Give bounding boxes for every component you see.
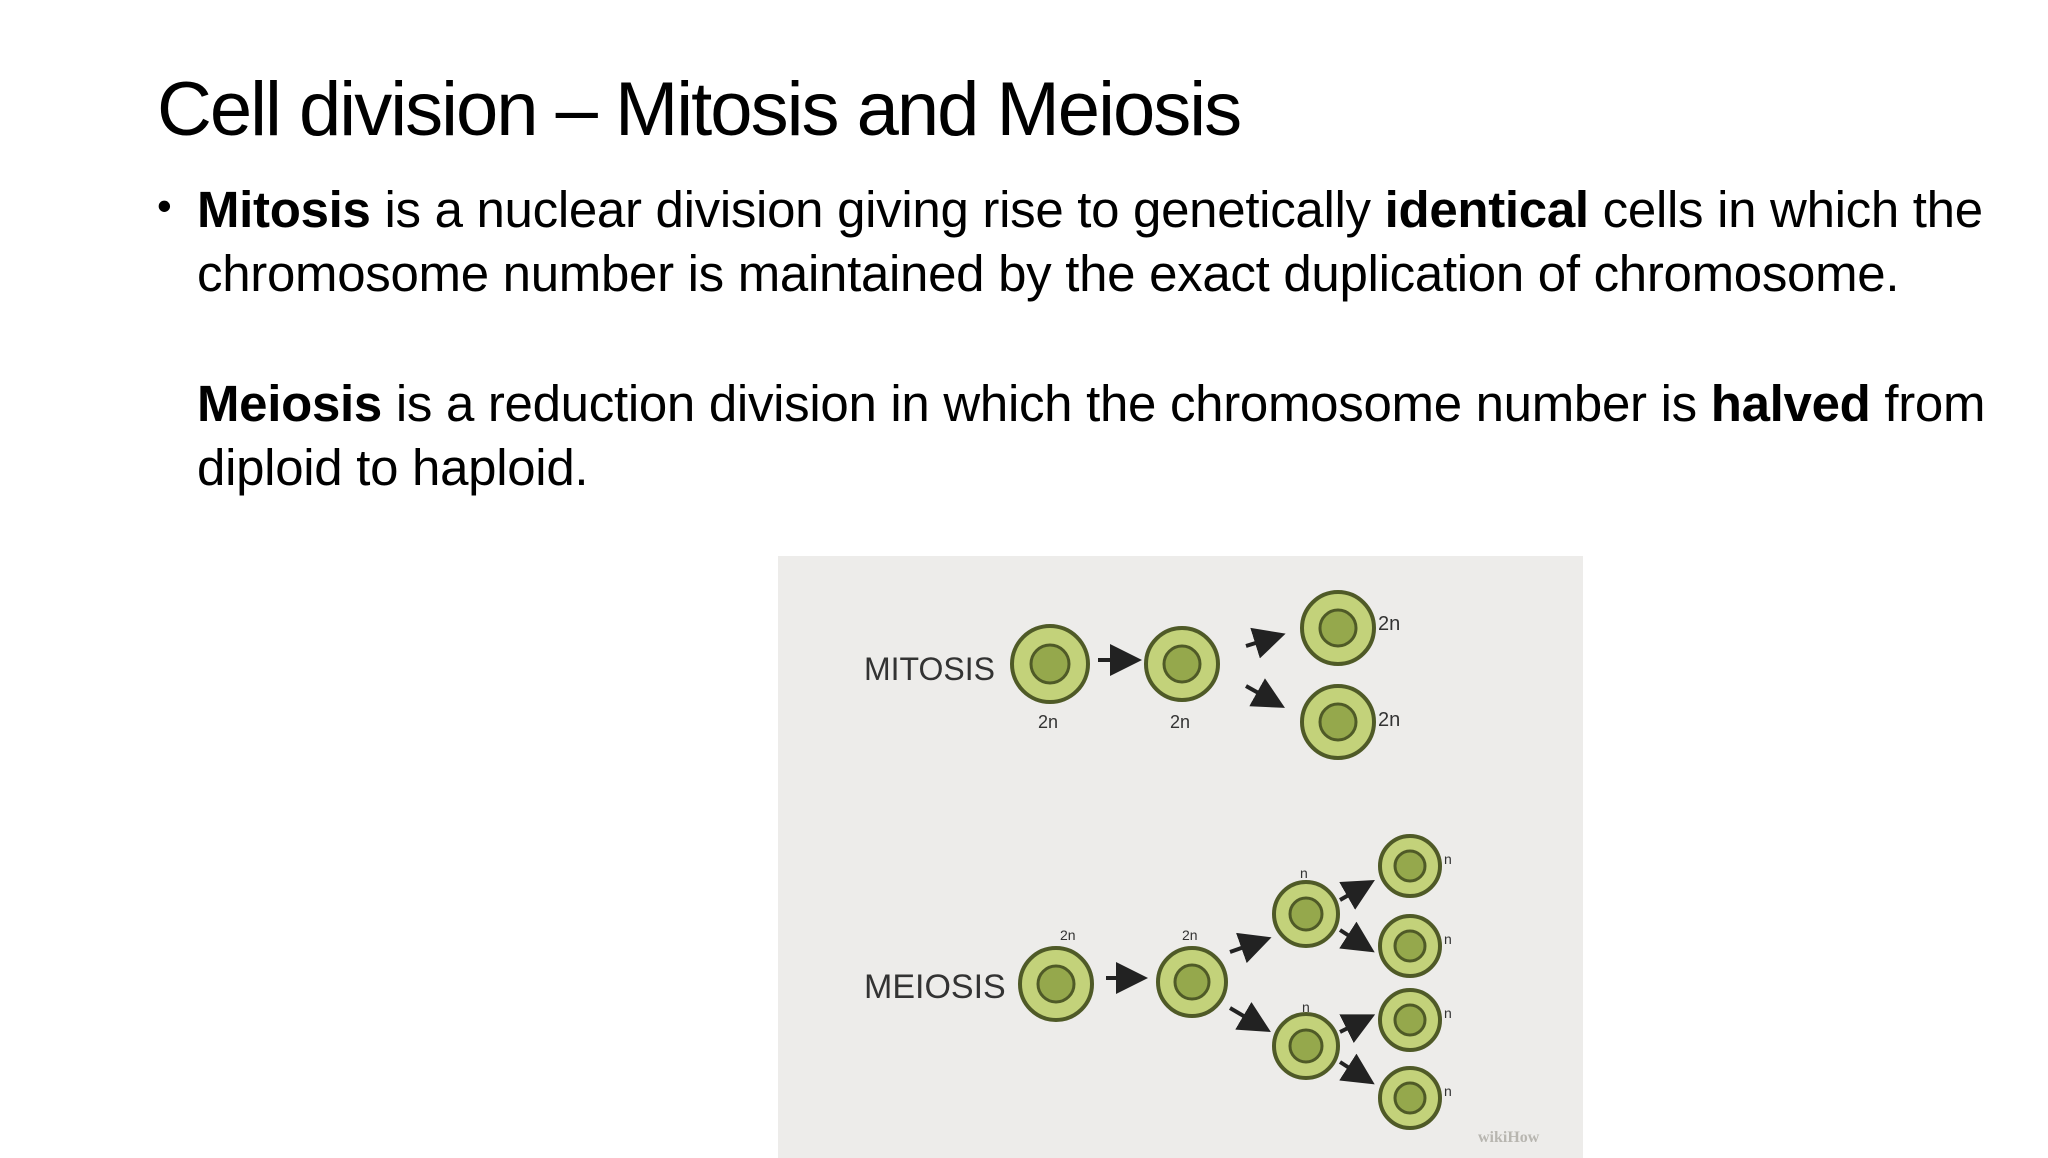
meiosis-arrow-bottom: [1228, 1002, 1271, 1033]
mitosis-paragraph: Mitosis is a nuclear division giving ris…: [197, 178, 1997, 306]
halved-term: halved: [1710, 375, 1871, 432]
meiosis-diagram-label: MEIOSIS: [864, 968, 1006, 1006]
meiosis-parent-cell: [1018, 946, 1094, 1022]
mitosis-term: Mitosis: [197, 181, 371, 238]
meiosis-arrow-gamete-4: [1338, 1053, 1375, 1085]
meiosis-arrow-gamete-3: [1339, 1014, 1376, 1044]
meiosis-gamete-4-ploidy: n: [1444, 1083, 1452, 1099]
meiosis-parent-ploidy: 2n: [1060, 927, 1076, 943]
mitosis-parent-cell: [1010, 624, 1090, 704]
slide-title: Cell division – Mitosis and Meiosis: [157, 67, 1242, 152]
meiosis-gamete-cell-1: [1378, 834, 1442, 898]
mitosis-duplicated-ploidy: 2n: [1170, 712, 1190, 732]
mitosis-arrow-bottom: [1245, 678, 1285, 708]
bullet-body: Mitosis is a nuclear division giving ris…: [197, 178, 1997, 500]
mitosis-diagram-label: MITOSIS: [864, 651, 995, 687]
bullet-icon: •: [157, 182, 172, 229]
meiosis-duplicated-ploidy: 2n: [1182, 927, 1198, 943]
meiosis-intermediate-cell-top: [1272, 880, 1340, 948]
identical-term: identical: [1384, 181, 1590, 238]
cell-division-diagram: MITOSIS MEIOSIS 2n 2n 2n: [778, 556, 1583, 1158]
meiosis-arrow-gamete-1: [1339, 880, 1375, 910]
mitosis-duplicated-cell: [1144, 626, 1220, 702]
meiosis-term: Meiosis: [197, 375, 382, 432]
meiosis-text-1: is a reduction division in which the chr…: [381, 375, 1711, 432]
mitosis-text-1: is a nuclear division giving rise to gen…: [370, 181, 1385, 238]
meiosis-intermediate-cell-bottom: [1272, 1012, 1340, 1080]
meiosis-gamete-cell-3: [1378, 988, 1442, 1052]
meiosis-text-2: from diploid to haploid.: [197, 375, 1986, 496]
meiosis-gamete-cell-4: [1378, 1066, 1442, 1130]
meiosis-gamete-2-ploidy: n: [1444, 931, 1452, 947]
meiosis-arrow-top: [1229, 932, 1272, 964]
mitosis-daughter-bottom-ploidy: 2n: [1378, 709, 1400, 731]
meiosis-gamete-cell-2: [1378, 914, 1442, 978]
mitosis-daughter-cell-bottom: [1300, 684, 1376, 760]
mitosis-arrow-top: [1245, 627, 1286, 659]
meiosis-duplicated-cell: [1156, 946, 1228, 1018]
mitosis-daughter-top-ploidy: 2n: [1378, 613, 1400, 635]
mitosis-daughter-cell-top: [1300, 590, 1376, 666]
mitosis-text-2: cells in which the chromosome number is …: [197, 181, 1983, 302]
mitosis-parent-ploidy: 2n: [1038, 712, 1058, 732]
meiosis-intermediate-bottom-ploidy: n: [1302, 999, 1310, 1015]
meiosis-gamete-3-ploidy: n: [1444, 1005, 1452, 1021]
meiosis-arrow-gamete-2: [1338, 921, 1375, 953]
meiosis-intermediate-top-ploidy: n: [1300, 865, 1308, 881]
wikihow-watermark: wikiHow: [1478, 1129, 1540, 1146]
meiosis-gamete-1-ploidy: n: [1444, 851, 1452, 867]
meiosis-paragraph: Meiosis is a reduction division in which…: [197, 372, 1997, 500]
